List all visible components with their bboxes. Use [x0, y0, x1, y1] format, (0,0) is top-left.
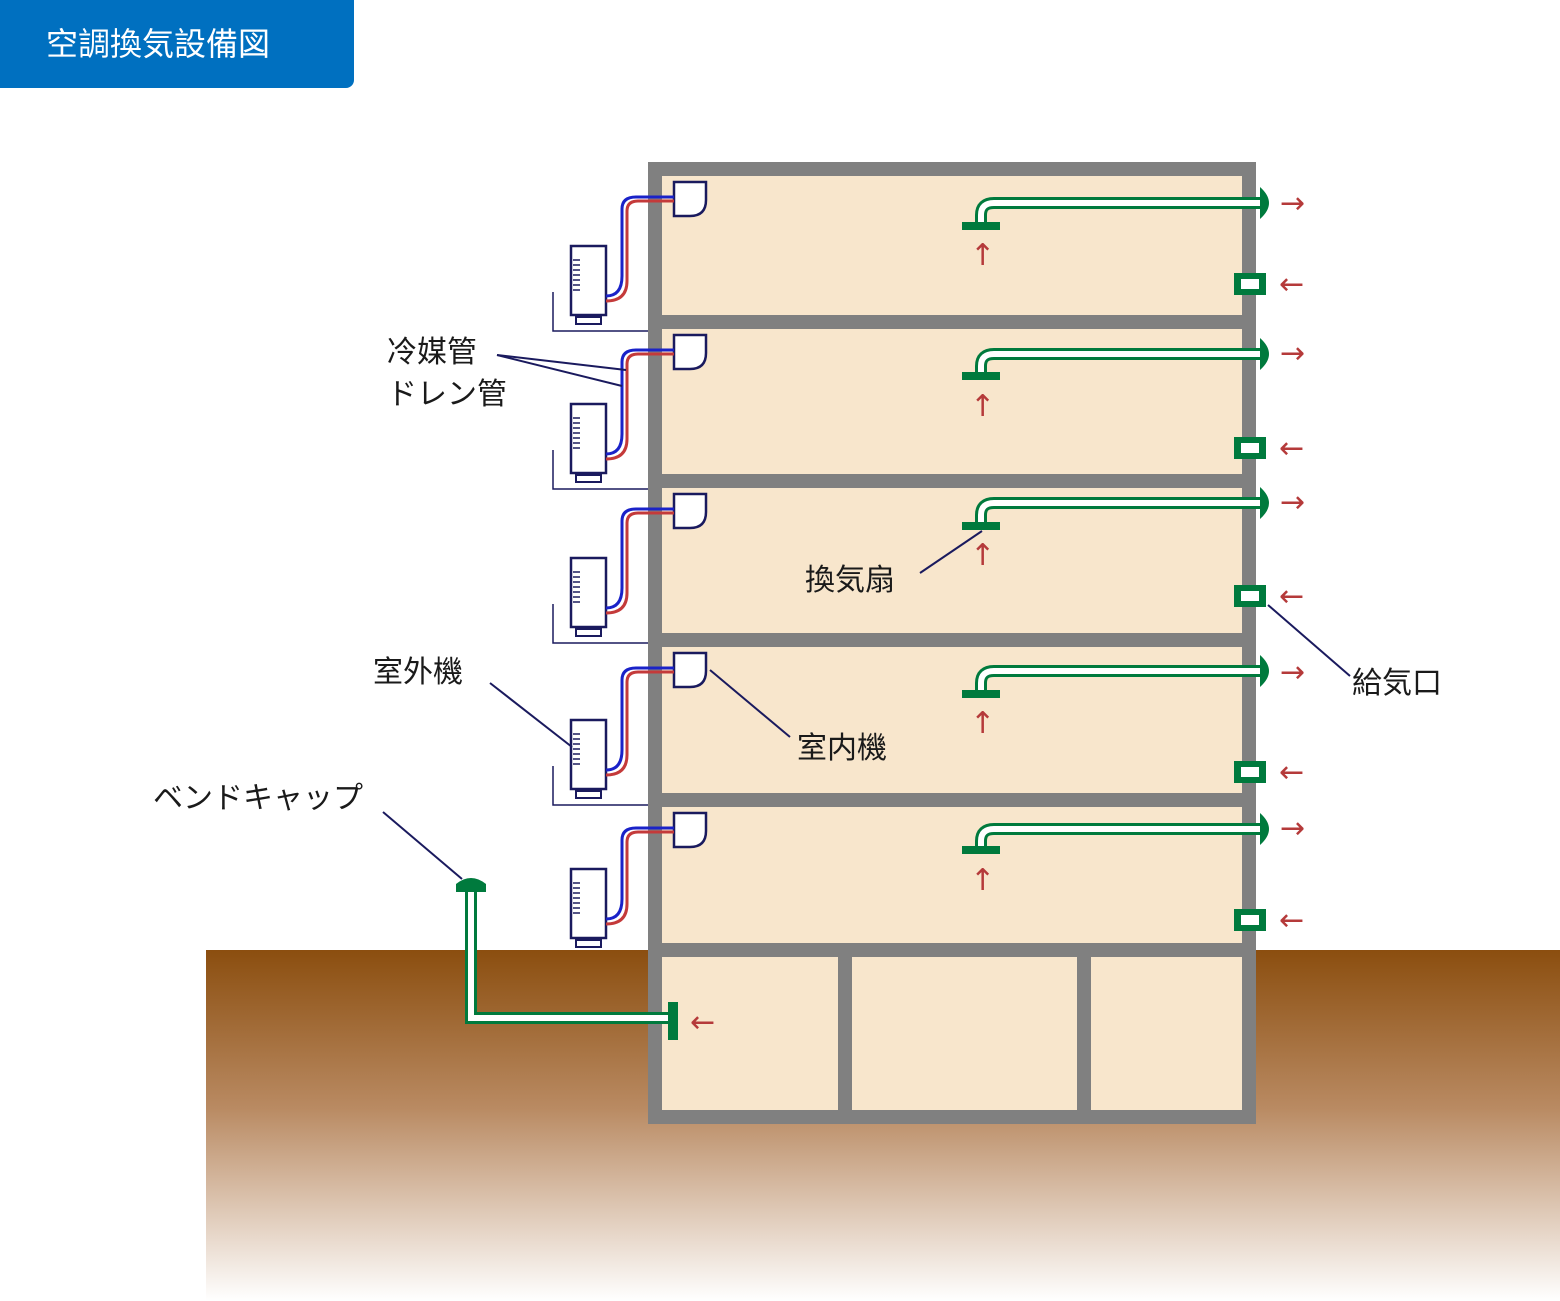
refrigerant-pipe	[605, 666, 674, 772]
inlet-in-arrow: ←	[1279, 579, 1304, 614]
diagram-title: 空調換気設備図	[0, 0, 354, 88]
outdoor-unit	[552, 718, 648, 806]
indoor-unit	[672, 492, 708, 530]
exhaust-out-arrow: →	[1280, 811, 1305, 846]
leader-outdoor-unit	[489, 682, 573, 748]
basement-inlet-arrow: ←	[690, 1005, 715, 1040]
exhaust-hood-icon	[1260, 338, 1269, 370]
exhaust-hood-icon	[1260, 187, 1269, 219]
exhaust-out-arrow: →	[1280, 336, 1305, 371]
refrigerant-pipe	[605, 507, 674, 610]
floor-3-equipment: ↑ → ←	[552, 485, 1305, 644]
vent-fan-icon	[962, 222, 1000, 230]
leader-drain	[496, 354, 623, 387]
floor-4-equipment: ↑ → ←	[552, 333, 1305, 490]
exhaust-hood-icon	[1260, 813, 1269, 845]
drain-pipe	[605, 352, 674, 461]
exhaust-up-arrow: ↑	[970, 538, 995, 573]
drain-pipe	[605, 670, 674, 777]
label-air-inlet: 給気口	[1352, 666, 1442, 701]
basement-room-2	[852, 957, 1077, 1110]
floor-1-equipment: ↑ → ←	[569, 811, 1305, 948]
leader-vent-fan	[919, 530, 983, 574]
label-drain-pipe: ドレン管	[387, 377, 507, 412]
drain-pipe	[605, 199, 674, 303]
exhaust-up-arrow: ↑	[970, 238, 995, 273]
outdoor-unit	[552, 402, 648, 490]
floor-5-equipment: ↑ → ←	[552, 180, 1305, 332]
drain-pipe	[605, 830, 674, 926]
room-floor-3	[662, 488, 1242, 633]
indoor-unit	[672, 180, 708, 218]
refrigerant-pipe	[605, 195, 674, 298]
exhaust-hood-icon	[1260, 655, 1269, 687]
label-outdoor-unit: 室外機	[373, 655, 463, 690]
label-vent-fan: 換気扇	[805, 563, 895, 598]
vent-fan-icon	[962, 522, 1000, 530]
inlet-in-arrow: ←	[1279, 755, 1304, 790]
outdoor-unit	[552, 556, 648, 644]
exhaust-out-arrow: →	[1280, 186, 1305, 221]
exhaust-out-arrow: →	[1280, 485, 1305, 520]
vent-fan-icon	[962, 690, 1000, 698]
label-indoor-unit: 室内機	[797, 731, 887, 766]
vent-fan-icon	[962, 372, 1000, 380]
indoor-unit	[672, 811, 708, 849]
outdoor-unit	[569, 867, 608, 948]
label-vent-cap: ベンドキャップ	[153, 781, 363, 816]
label-refrigerant-pipe: 冷媒管	[387, 335, 477, 370]
vent-fan-icon	[962, 846, 1000, 854]
floor-2-equipment: ↑ → ←	[552, 651, 1305, 806]
leader-air-inlet	[1267, 604, 1351, 677]
drain-pipe	[605, 511, 674, 615]
exhaust-up-arrow: ↑	[970, 389, 995, 424]
basement-room-1	[662, 957, 838, 1110]
refrigerant-pipe	[605, 826, 674, 921]
inlet-in-arrow: ←	[1279, 267, 1304, 302]
leader-indoor-unit	[709, 669, 791, 738]
vent-cap-duct	[456, 878, 678, 1040]
refrigerant-pipe	[605, 348, 674, 456]
inlet-in-arrow: ←	[1279, 903, 1304, 938]
exhaust-hood-icon	[1260, 487, 1269, 519]
exhaust-up-arrow: ↑	[970, 863, 995, 898]
leader-vent-cap	[382, 811, 463, 880]
vent-cap-icon	[456, 878, 486, 892]
outdoor-unit	[552, 244, 648, 332]
indoor-unit	[672, 333, 708, 371]
basement-room-3	[1091, 957, 1242, 1110]
exhaust-up-arrow: ↑	[970, 706, 995, 741]
indoor-unit	[672, 651, 708, 689]
room-floor-5	[662, 176, 1242, 315]
exhaust-out-arrow: →	[1280, 655, 1305, 690]
leader-refrigerant	[496, 354, 627, 371]
inlet-in-arrow: ←	[1279, 431, 1304, 466]
